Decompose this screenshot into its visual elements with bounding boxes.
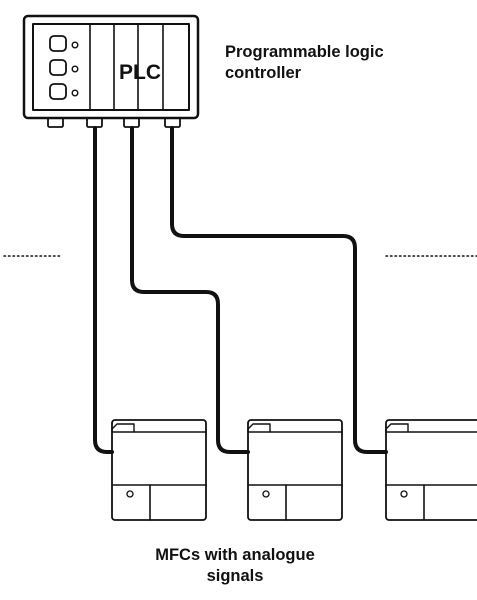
cable-to-mfc-1 (93, 126, 114, 454)
plc-port-square (49, 59, 67, 76)
mfc-indicator (400, 490, 408, 498)
plc-led (71, 89, 79, 97)
mfc-top-tab (385, 423, 409, 433)
plc-label: PLC (119, 61, 161, 84)
mfc-unit-3 (385, 419, 477, 521)
mfc-unit-1 (111, 419, 207, 521)
plc-port-square (49, 35, 67, 52)
plc-caption-line-2: controller (225, 64, 302, 82)
mfc-caption-line-2: signals (206, 567, 264, 585)
plc-connector (123, 117, 140, 128)
plc-led (71, 41, 79, 49)
mfc-top-tab (247, 423, 271, 433)
mfc-top-tab (111, 423, 135, 433)
mfc-indicator (262, 490, 270, 498)
mfc-unit-2 (247, 419, 343, 521)
mfc-caption-line-1: MFCs with analogue (155, 546, 315, 564)
mfc-caption: MFCs with analogue signals (110, 545, 360, 587)
plc-connector (47, 117, 64, 128)
mfc-body (385, 419, 477, 521)
mfc-indicator (126, 490, 134, 498)
plc-caption-line-1: Programmable logic (225, 43, 384, 61)
plc-connector (86, 117, 103, 128)
mfc-body (247, 419, 343, 521)
plc-connector (164, 117, 181, 128)
plc-housing (22, 14, 200, 120)
plc-faceplate (32, 23, 190, 111)
cable-to-mfc-2 (130, 126, 250, 454)
cable-to-mfc-3 (170, 126, 388, 454)
plc-unit (22, 14, 200, 128)
plc-led (71, 65, 79, 73)
mfc-body (111, 419, 207, 521)
plc-caption: Programmable logic controller (225, 42, 465, 84)
plc-port-square (49, 83, 67, 100)
